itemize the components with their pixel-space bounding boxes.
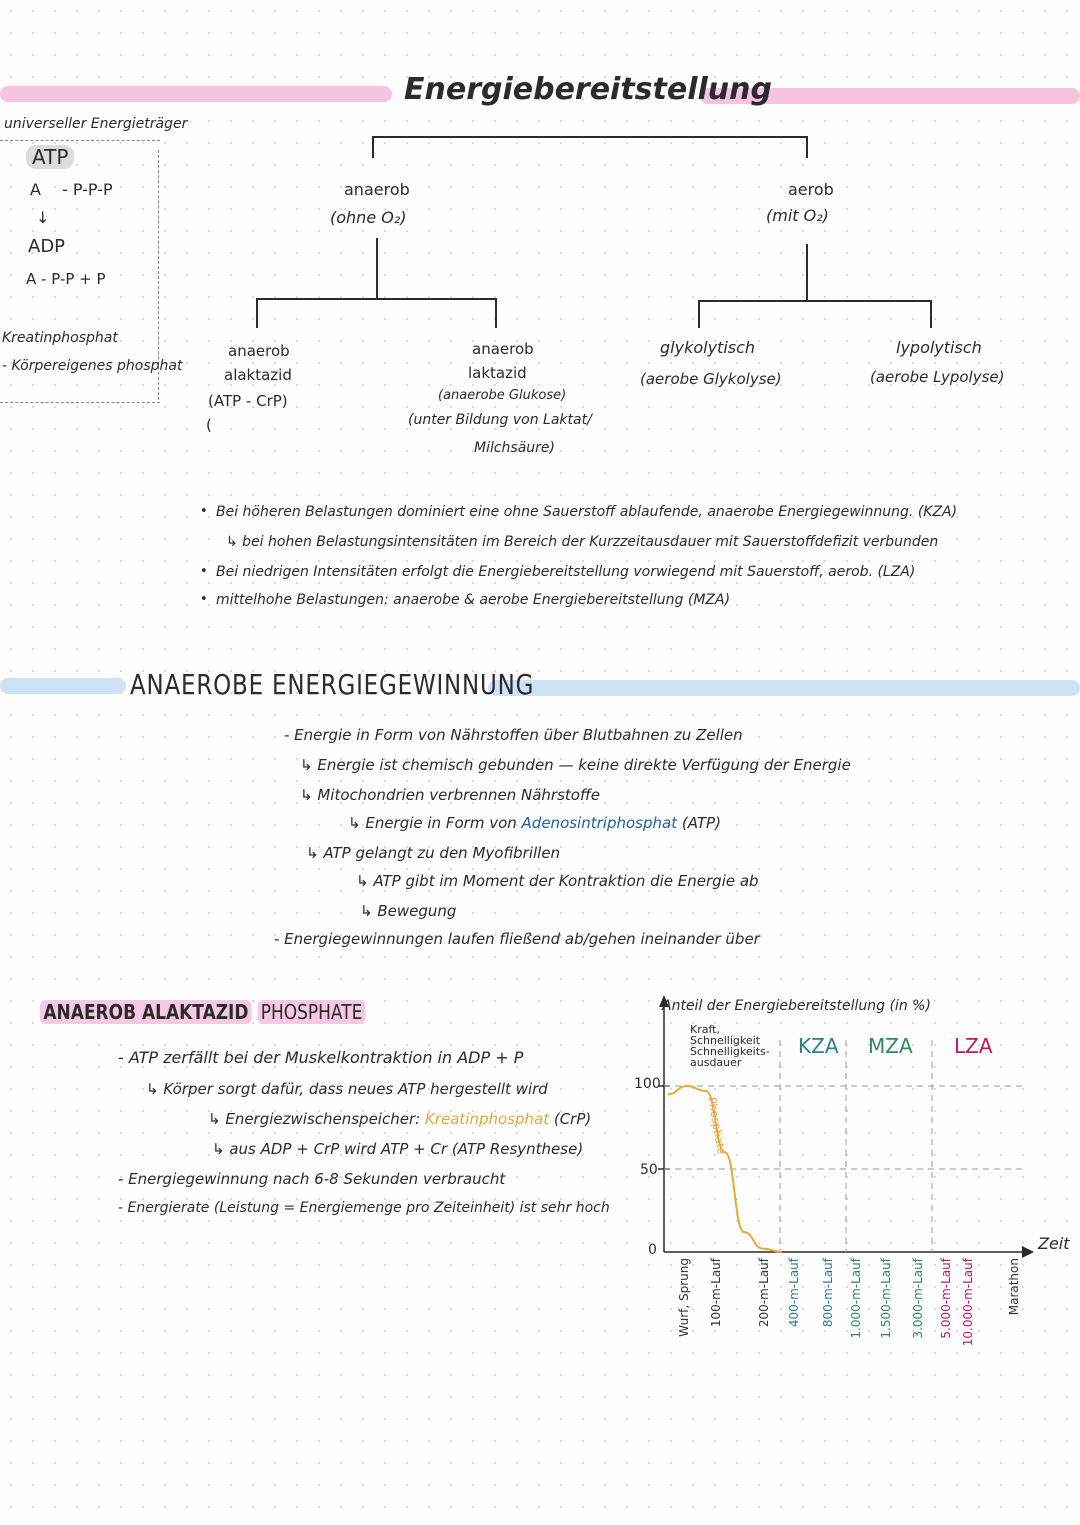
anaerobe-heading: ANAEROBE ENERGIEGEWINNUNG — [130, 668, 535, 701]
adp-label: ADP — [28, 236, 66, 257]
alaktazid-line1: - ATP zerfällt bei der Muskelkontraktion… — [118, 1048, 524, 1067]
anaerobe-line3: ↳ Mitochondrien verbrennen Nährstoffe — [300, 786, 601, 804]
x-tick-label: 800-m-Lauf — [821, 1258, 835, 1328]
note-bullet-icon: • — [200, 592, 208, 607]
tree-laktazid-drop — [495, 298, 497, 328]
lypolytisch-line1: lypolytisch — [896, 338, 982, 357]
alaktazid-line3-c: (CrP) — [553, 1110, 592, 1128]
alaktazid-heading-a: ANAEROB ALAKTAZID — [40, 1000, 252, 1024]
laktazid-line2: laktazid — [468, 364, 527, 382]
atp-line2: A - P-P + P — [26, 270, 106, 288]
anaerobe-line4: ↳ Energie in Form von Adenosintriphospha… — [348, 814, 721, 832]
tree-left-drop — [372, 136, 374, 158]
x-tick-label: Marathon — [1007, 1258, 1021, 1316]
aerob-label: aerob — [788, 180, 834, 199]
tree-right-drop — [806, 136, 808, 158]
section-highlight-left — [0, 678, 126, 694]
x-tick-label: 1.000-m-Lauf — [849, 1258, 863, 1339]
arrow-down-icon: ↓ — [36, 208, 50, 227]
x-tick-label: 1.500-m-Lauf — [879, 1258, 893, 1339]
anaerob-label: anaerob — [344, 180, 410, 199]
tree-anaerob-stem — [376, 238, 378, 298]
anaerobe-line5: ↳ ATP gelangt zu den Myofibrillen — [306, 844, 561, 862]
alaktazid-line3: ↳ Energiezwischenspeicher: Kreatinphosph… — [208, 1110, 591, 1128]
alaktazid-line6: - Energierate (Leistung = Energiemenge p… — [118, 1200, 610, 1216]
title-highlight-right — [700, 88, 1080, 104]
x-axis-label: Zeit — [1038, 1234, 1070, 1253]
tree-alaktazid-drop — [256, 298, 258, 328]
x-axis-arrow-icon — [1022, 1246, 1034, 1258]
alaktazid-line2: ↳ Körper sorgt dafür, dass neues ATP her… — [146, 1080, 548, 1098]
alaktazid-line4: ( — [206, 416, 212, 434]
x-tick-label: Wurf, Sprung — [677, 1258, 691, 1337]
laktazid-line3: (anaerobe Glukose) — [438, 388, 567, 403]
chart-zone-label-2: MZA — [868, 1034, 913, 1058]
note-4: mittelhohe Belastungen: anaerobe & aerob… — [216, 592, 731, 608]
x-tick-label: 5.000-m-Lauf — [939, 1258, 953, 1339]
series-label-phosphate: Phosphate — [705, 1096, 728, 1155]
x-tick-label: 3.000-m-Lauf — [911, 1258, 925, 1339]
tree-lypolytisch-drop — [930, 300, 932, 328]
alaktazid-line2: alaktazid — [224, 366, 292, 384]
laktazid-line1: anaerob — [472, 340, 534, 358]
atp-box-top-border — [0, 140, 160, 142]
atp-label: ATP — [26, 145, 75, 169]
tree-anaerob-branch — [256, 298, 496, 300]
x-tick-label: 100-m-Lauf — [709, 1258, 723, 1328]
lypolytisch-line2: (aerobe Lypolyse) — [870, 368, 1005, 386]
anaerobe-line4-a: ↳ Energie in Form von — [348, 814, 517, 832]
anaerobe-line2: ↳ Energie ist chemisch gebunden — keine … — [300, 756, 851, 774]
alaktazid-line4: ↳ aus ADP + CrP wird ATP + Cr (ATP Resyn… — [212, 1140, 584, 1158]
note-bullet-icon: • — [200, 504, 208, 519]
chart-zone-label-0: Kraft, Schnelligkeit Schnelligkeits-ausd… — [690, 1023, 770, 1069]
atp-box-right-border — [158, 150, 160, 400]
chart-zone-label-1: KZA — [798, 1034, 839, 1058]
y-tick-label-50: 50 — [640, 1162, 658, 1178]
alaktazid-heading: ANAEROB ALAKTAZID PHOSPHATE — [40, 1000, 366, 1024]
tree-root-line — [372, 136, 808, 138]
atp-line1-b: - P-P-P — [62, 180, 113, 199]
y-tick-label-100: 100 — [634, 1076, 661, 1092]
alaktazid-line5: - Energiegewinnung nach 6-8 Sekunden ver… — [118, 1170, 506, 1188]
glykolytisch-line2: (aerobe Glykolyse) — [640, 370, 782, 388]
alaktazid-line3: (ATP - CrP) — [208, 392, 288, 410]
anaerobe-line8: - Energiegewinnungen laufen fließend ab/… — [274, 930, 760, 948]
kreatinphosphat-term: Kreatinphosphat — [424, 1110, 550, 1128]
section-highlight-right — [488, 680, 1080, 696]
tree-glykolytisch-drop — [698, 300, 700, 328]
note-3: Bei niedrigen Intensitäten erfolgt die E… — [216, 564, 916, 580]
note-2: ↳ bei hohen Belastungsintensitäten im Be… — [226, 534, 939, 550]
x-tick-label: 400-m-Lauf — [787, 1258, 801, 1328]
x-tick-label: 200-m-Lauf — [757, 1258, 771, 1328]
note-bullet-icon: • — [200, 564, 208, 579]
page-title: Energiebereitstellung — [404, 72, 772, 107]
anaerobe-line4-c: (ATP) — [681, 814, 721, 832]
kreatinphosphat-label: Kreatinphosphat — [2, 330, 118, 346]
tree-aerob-stem — [806, 244, 808, 300]
tree-aerob-branch — [698, 300, 932, 302]
alaktazid-heading-b: PHOSPHATE — [257, 1000, 366, 1024]
anaerobe-line1: - Energie in Form von Nährstoffen über B… — [284, 726, 743, 744]
alaktazid-line1: anaerob — [228, 342, 290, 360]
laktazid-line4: (unter Bildung von Laktat/ — [408, 412, 592, 428]
mit-o2-label: (mit O₂) — [766, 206, 829, 225]
alaktazid-line3-a: ↳ Energiezwischenspeicher: — [208, 1110, 421, 1128]
glykolytisch-line1: glykolytisch — [660, 338, 756, 357]
atp-box-heading: universeller Energieträger — [4, 116, 188, 132]
atp-box-bottom-border — [0, 402, 160, 404]
chart-title: Anteil der Energiebereitstellung (in %) — [662, 998, 931, 1014]
adenosintriphosphat-term: Adenosintriphosphat — [521, 814, 678, 832]
chart-zone-label-3: LZA — [954, 1034, 993, 1058]
y-tick-label-0: 0 — [648, 1242, 657, 1258]
koerpereigenes-phosphat-label: - Körpereigenes phosphat — [2, 358, 183, 374]
anaerobe-line6: ↳ ATP gibt im Moment der Kontraktion die… — [356, 872, 759, 890]
x-tick-label: 10.000-m-Lauf — [961, 1258, 975, 1347]
ohne-o2-label: (ohne O₂) — [330, 208, 407, 227]
title-highlight-left — [0, 86, 392, 102]
note-1: Bei höheren Belastungen dominiert eine o… — [216, 504, 958, 520]
anaerobe-line7: ↳ Bewegung — [360, 902, 457, 920]
laktazid-line5: Milchsäure) — [474, 440, 556, 456]
atp-line1-a: A — [30, 180, 41, 199]
series-line-phosphate — [667, 1084, 783, 1253]
